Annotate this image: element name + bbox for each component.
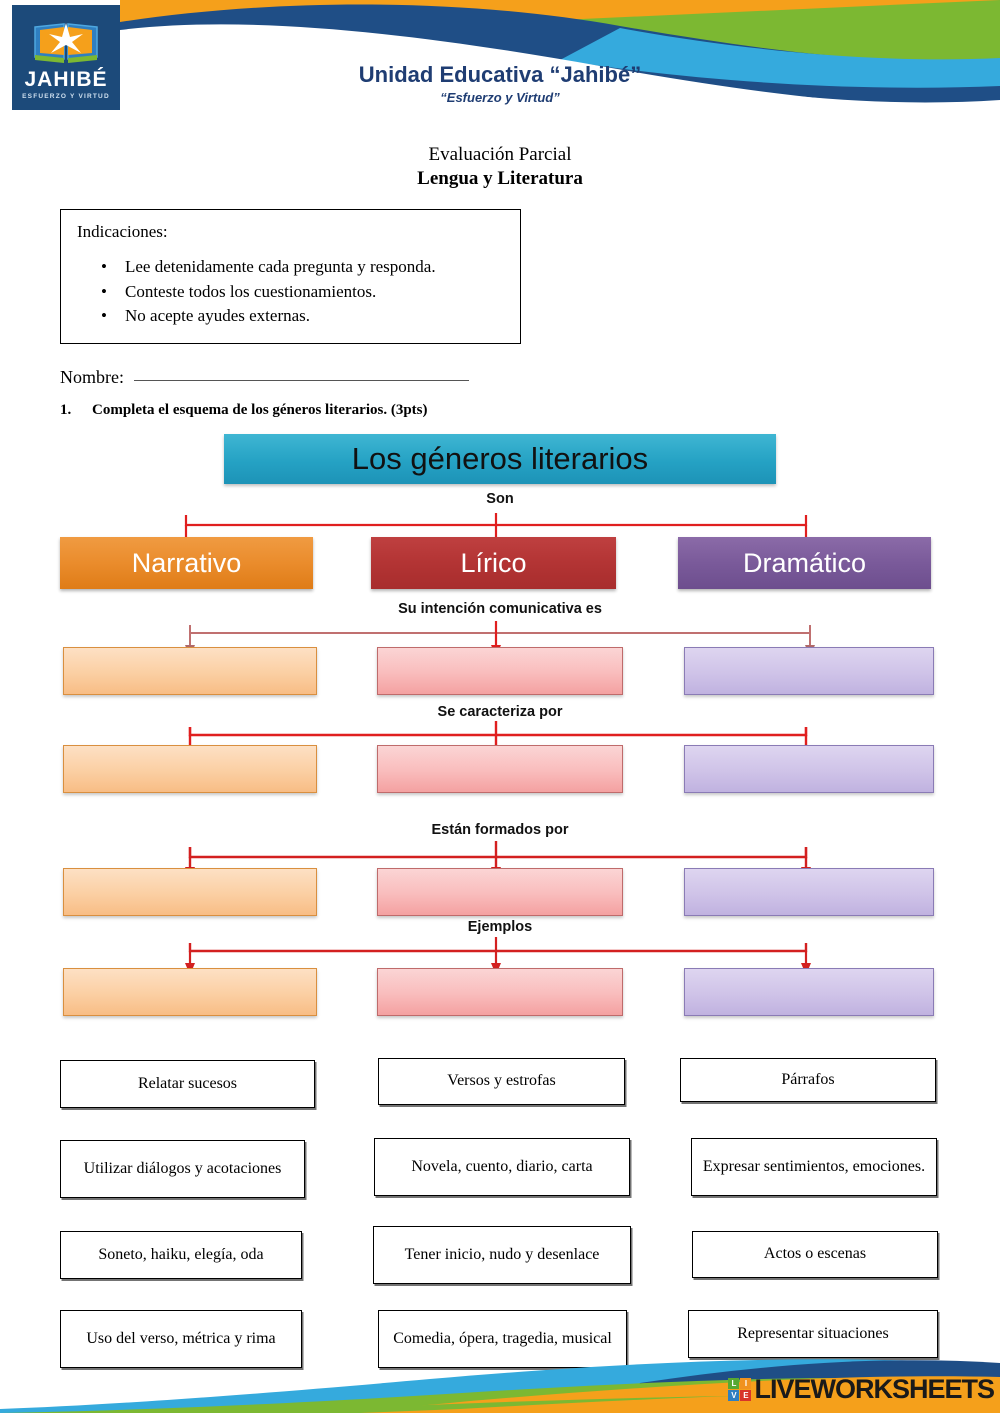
question-text: Completa el esquema de los géneros liter…: [92, 402, 428, 418]
blank-box-dramatico-caracteriza[interactable]: [684, 745, 934, 793]
connector-label-son: Son: [486, 491, 514, 507]
logo-wordmark: JAHIBÉ: [24, 68, 108, 91]
page-footer: L I V E LIVEWORKSHEETS: [0, 1351, 1000, 1413]
bank-item-soneto-haiku[interactable]: Soneto, haiku, elegía, oda: [60, 1231, 302, 1279]
blank-box-dramatico-intencion[interactable]: [684, 647, 934, 695]
bank-item-utilizar-dialogos[interactable]: Utilizar diálogos y acotaciones: [60, 1140, 305, 1198]
liveworksheets-cube-icon: L I V E: [728, 1378, 752, 1401]
cube-letter-i: I: [740, 1378, 752, 1389]
school-motto: “Esfuerzo y Virtud”: [440, 90, 560, 105]
bank-item-versos-estrofas[interactable]: Versos y estrofas: [378, 1058, 625, 1105]
blank-box-lirico-ejemplos[interactable]: [377, 968, 623, 1016]
bank-item-parrafos[interactable]: Párrafos: [680, 1058, 936, 1102]
connector-label-formados: Están formados por: [431, 822, 569, 838]
bank-item-relatar-sucesos[interactable]: Relatar sucesos: [60, 1060, 315, 1108]
instructions-title: Indicaciones:: [77, 222, 168, 241]
liveworksheets-logo: L I V E LIVEWORKSHEETS: [728, 1374, 995, 1405]
school-title: Unidad Educativa “Jahibé”: [358, 62, 642, 87]
literary-genres-diagram: Los géneros literarios Son Narrativo Lír…: [0, 425, 1000, 1035]
bank-item-tener-inicio[interactable]: Tener inicio, nudo y desenlace: [373, 1226, 631, 1284]
cube-letter-e: E: [740, 1390, 752, 1401]
open-book-icon: [34, 23, 98, 63]
exam-subject: Lengua y Literatura: [417, 168, 583, 189]
connector-son: [181, 513, 811, 549]
logo-tagline: ESFUERZO Y VIRTUD: [22, 93, 110, 100]
connector-ejemplos: [185, 937, 811, 975]
answer-bank: Relatar sucesos Versos y estrofas Párraf…: [0, 1045, 1000, 1368]
name-field-row: Nombre:: [60, 367, 470, 388]
question-1: 1. Completa el esquema de los géneros lit…: [60, 402, 760, 419]
bank-item-representar-situaciones[interactable]: Representar situaciones: [688, 1310, 938, 1358]
cube-letter-v: V: [728, 1390, 740, 1401]
blank-box-lirico-caracteriza[interactable]: [377, 745, 623, 793]
genre-box-lirico: Lírico: [371, 537, 616, 589]
blank-box-narrativo-ejemplos[interactable]: [63, 968, 317, 1016]
blank-box-dramatico-formados[interactable]: [684, 868, 934, 916]
school-logo: JAHIBÉ ESFUERZO Y VIRTUD: [12, 5, 120, 110]
genre-box-narrativo: Narrativo: [60, 537, 313, 589]
blank-box-narrativo-caracteriza[interactable]: [63, 745, 317, 793]
liveworksheets-wordmark: LIVEWORKSHEETS: [754, 1374, 995, 1404]
question-number: 1.: [60, 402, 72, 418]
header-wave-graphic: [120, 0, 1000, 125]
bank-item-comedia-opera[interactable]: Comedia, ópera, tragedia, musical: [378, 1310, 627, 1368]
list-item: Conteste todos los cuestionamientos.: [101, 280, 520, 305]
blank-box-lirico-intencion[interactable]: [377, 647, 623, 695]
page-header: JAHIBÉ ESFUERZO Y VIRTUD Unidad Educativ…: [0, 0, 1000, 125]
list-item: Lee detenidamente cada pregunta y respon…: [101, 255, 520, 280]
bank-item-actos-escenas[interactable]: Actos o escenas: [692, 1231, 938, 1278]
cube-letter-l: L: [728, 1378, 740, 1389]
connector-label-ejemplos: Ejemplos: [467, 919, 533, 935]
connector-formados: [185, 841, 811, 879]
genre-box-dramatico: Dramático: [678, 537, 931, 589]
connector-label-intencion: Su intención comunicativa es: [398, 601, 602, 617]
list-item: No acepte ayudes externas.: [101, 304, 520, 329]
blank-box-lirico-formados[interactable]: [377, 868, 623, 916]
instructions-box: Indicaciones: Lee detenidamente cada pre…: [60, 209, 521, 344]
bank-item-uso-del-verso[interactable]: Uso del verso, métrica y rima: [60, 1310, 302, 1368]
bank-item-expresar-sentimientos[interactable]: Expresar sentimientos, emociones.: [691, 1138, 937, 1196]
connector-label-caracteriza: Se caracteriza por: [437, 704, 563, 720]
bank-item-novela-cuento[interactable]: Novela, cuento, diario, carta: [374, 1138, 630, 1196]
blank-box-narrativo-intencion[interactable]: [63, 647, 317, 695]
name-input[interactable]: [134, 380, 470, 381]
exam-type: Evaluación Parcial: [428, 144, 572, 165]
blank-box-dramatico-ejemplos[interactable]: [684, 968, 934, 1016]
instructions-list: Lee detenidamente cada pregunta y respon…: [77, 255, 520, 329]
blank-box-narrativo-formados[interactable]: [63, 868, 317, 916]
diagram-title: Los géneros literarios: [224, 434, 776, 484]
name-field-label: Nombre:: [60, 367, 124, 387]
